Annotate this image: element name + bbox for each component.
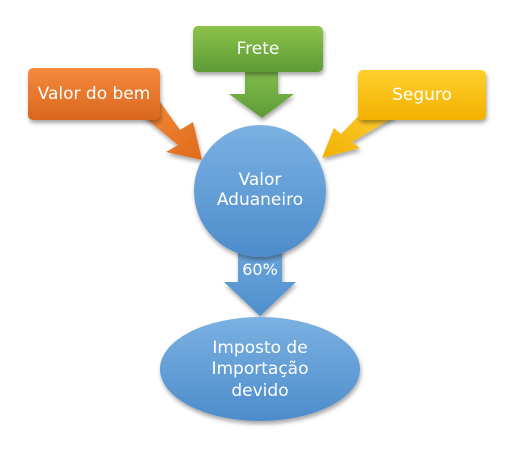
box-seguro: [358, 70, 486, 120]
percentage-label-text: 60%: [242, 260, 278, 280]
valor-aduaneiro-label: Valor Aduaneiro: [194, 158, 326, 222]
valor-aduaneiro-line2: Aduaneiro: [216, 190, 304, 210]
seguro-label: Seguro: [358, 70, 486, 120]
valor-do-bem-label: Valor do bem: [28, 68, 160, 120]
box-frete: [193, 26, 323, 72]
seguro-label-text: Seguro: [392, 84, 452, 105]
ellipse-imposto-de-importacao: [160, 317, 360, 421]
imposto-line3: devido: [231, 380, 289, 401]
frete-label: Frete: [193, 26, 323, 72]
percentage-label: 60%: [230, 258, 290, 282]
circle-valor-aduaneiro: [194, 125, 326, 257]
imposto-line1: Imposto de: [212, 338, 308, 359]
frete-label-text: Frete: [236, 38, 280, 59]
arrow-frete-to-valor-aduaneiro: [229, 72, 294, 118]
imposto-label: Imposto de Importação devido: [170, 334, 350, 406]
arrow-valor-aduaneiro-to-imposto: [224, 242, 296, 316]
valor-do-bem-label-text: Valor do bem: [37, 83, 151, 104]
imposto-line2: Importação: [211, 359, 309, 380]
box-valor-do-bem: [28, 68, 160, 120]
valor-aduaneiro-line1: Valor: [238, 169, 282, 190]
